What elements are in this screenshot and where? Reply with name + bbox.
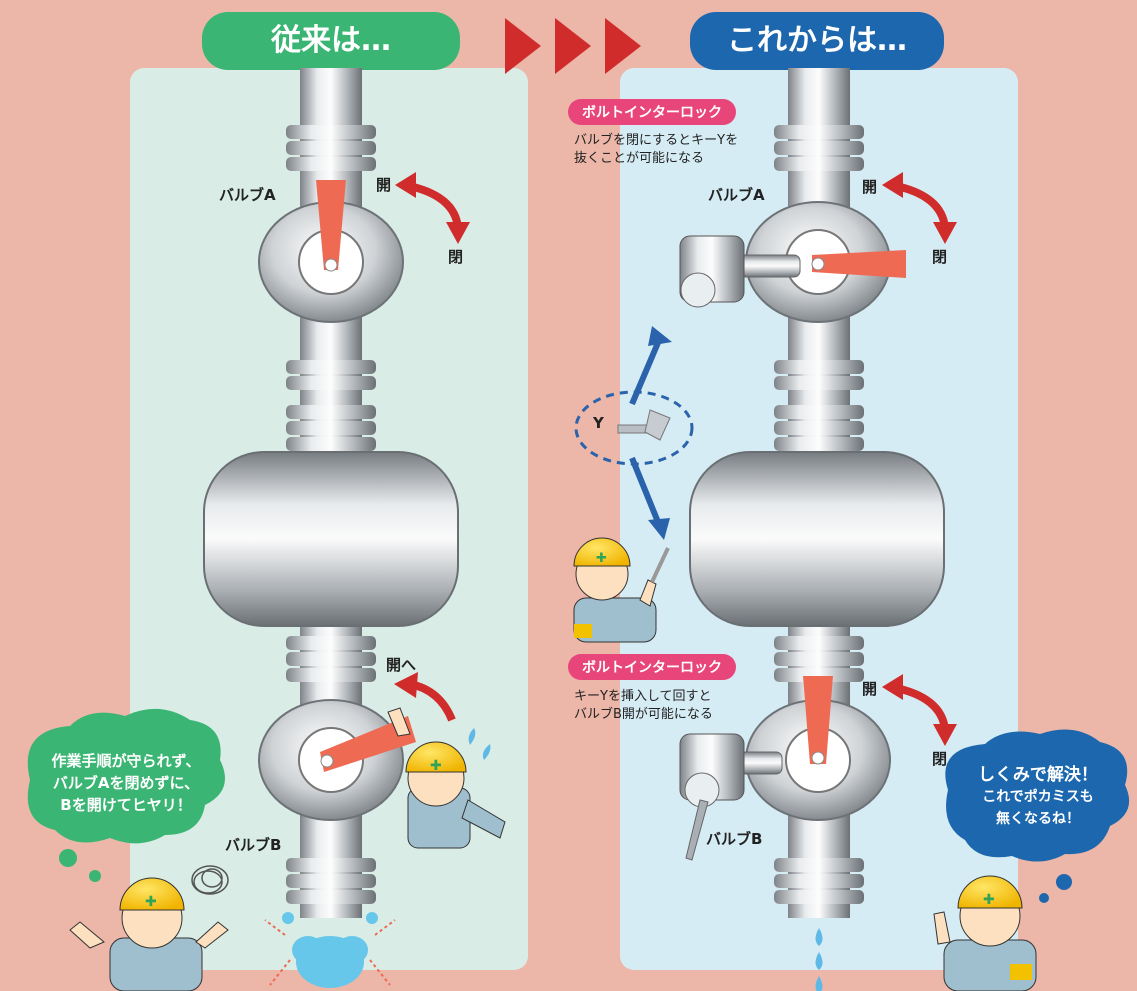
left-open-label: 開 xyxy=(376,176,392,194)
bolt-interlock-top-icon xyxy=(679,235,801,308)
right-speech-text: しくみで解決！ これでポカミスも 無くなるね！ xyxy=(958,764,1118,830)
right-speech-bubble xyxy=(945,729,1130,903)
worker-with-key-icon: ✚ xyxy=(573,537,670,643)
interlock-desc-top: バルブを閉にするとキーYを 抜くことが可能になる xyxy=(574,132,738,168)
interlock-desc-top-line-2: 抜くことが可能になる xyxy=(574,151,705,166)
right-speech-line-2: これでポカミスも xyxy=(982,789,1094,805)
left-valve-a-handle xyxy=(316,180,346,270)
after-header: これからは… xyxy=(690,12,944,70)
right-open-label-top: 開 xyxy=(862,178,878,196)
happy-worker-icon: ✚ xyxy=(933,875,1037,991)
water-drops-icon xyxy=(815,928,823,991)
right-open-label-bottom: 開 xyxy=(862,680,878,698)
right-valve-a-label: バルブA xyxy=(708,186,765,204)
left-to-open-label: 開へ xyxy=(386,656,417,674)
key-y-label: Y xyxy=(593,414,604,432)
key-arrow-up-icon xyxy=(648,326,672,346)
interlock-desc-bottom-line-2: バルブB開が可能になる xyxy=(574,707,713,722)
right-speech-line-1: しくみで解決！ xyxy=(978,765,1098,785)
interlock-desc-bottom-line-1: キーYを挿入して回すと xyxy=(574,689,712,704)
before-header: 従来は… xyxy=(202,12,460,70)
left-valve-b-label: バルブB xyxy=(225,836,282,854)
left-speech-bubble xyxy=(27,708,225,882)
right-valve-b-label: バルブB xyxy=(706,830,763,848)
leak-burst-icon xyxy=(264,912,396,988)
key-y-icon xyxy=(617,409,671,441)
left-valve-a-label: バルブA xyxy=(219,186,276,204)
left-speech-line-2: バルブAを閉めずに、 xyxy=(52,774,200,792)
right-valve-a-handle xyxy=(812,250,906,278)
progress-arrows-icon xyxy=(505,18,641,74)
svg-text:✚: ✚ xyxy=(596,551,607,566)
worker-turning-valve-icon: ✚ xyxy=(387,707,506,849)
interlock-badge-top: ボルトインターロック xyxy=(568,99,736,125)
svg-text:✚: ✚ xyxy=(983,892,995,908)
right-valve-b-handle xyxy=(803,676,833,764)
confused-worker-icon: ✚ xyxy=(69,865,229,991)
svg-text:✚: ✚ xyxy=(145,894,157,910)
interlock-desc-top-line-1: バルブを閉にするとキーYを xyxy=(574,133,739,148)
svg-text:✚: ✚ xyxy=(430,758,442,774)
left-speech-line-1: 作業手順が守られず、 xyxy=(51,752,201,770)
key-arrow-down-icon xyxy=(648,518,670,540)
left-valve-b-handle xyxy=(320,716,416,772)
right-close-label-bottom: 閉 xyxy=(932,750,948,768)
right-speech-line-3: 無くなるね！ xyxy=(996,811,1080,827)
interlock-desc-bottom: キーYを挿入して回すと バルブB開が可能になる xyxy=(574,688,713,724)
bolt-interlock-bottom-icon xyxy=(679,733,783,861)
right-close-label-top: 閉 xyxy=(932,248,948,266)
interlock-badge-bottom: ボルトインターロック xyxy=(568,654,736,680)
left-close-label: 閉 xyxy=(448,248,464,266)
left-speech-line-3: Bを開けてヒヤリ！ xyxy=(60,796,192,814)
left-speech-text: 作業手順が守られず、 バルブAを閉めずに、 Bを開けてヒヤリ！ xyxy=(36,750,216,816)
